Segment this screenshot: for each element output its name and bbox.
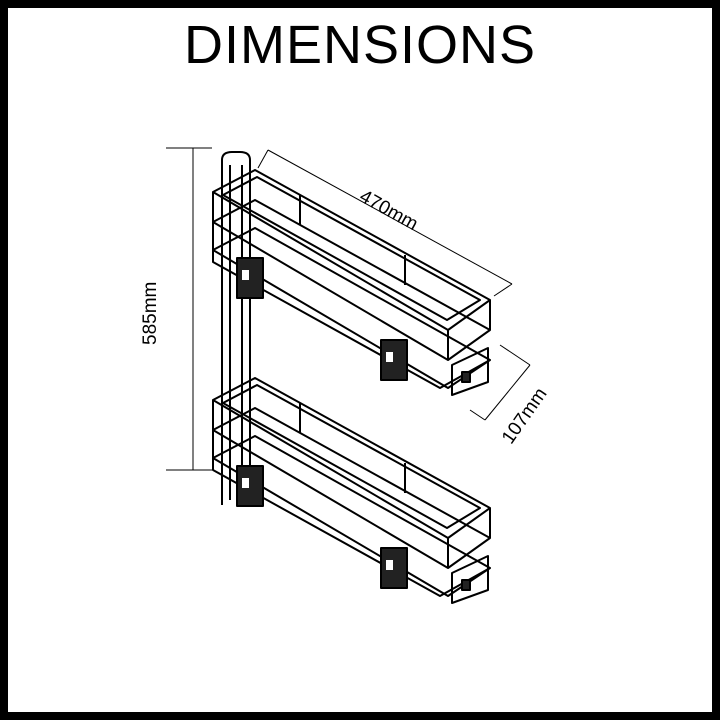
vertical-post xyxy=(221,151,251,505)
height-dimension-label: 585mm xyxy=(140,281,161,345)
depth-dimension-line xyxy=(469,344,531,421)
page-title: DIMENSIONS xyxy=(183,15,537,75)
upper-basket xyxy=(212,169,491,396)
width-dimension-line xyxy=(257,149,513,297)
height-dimension-line xyxy=(166,147,212,471)
lower-basket xyxy=(212,377,491,604)
